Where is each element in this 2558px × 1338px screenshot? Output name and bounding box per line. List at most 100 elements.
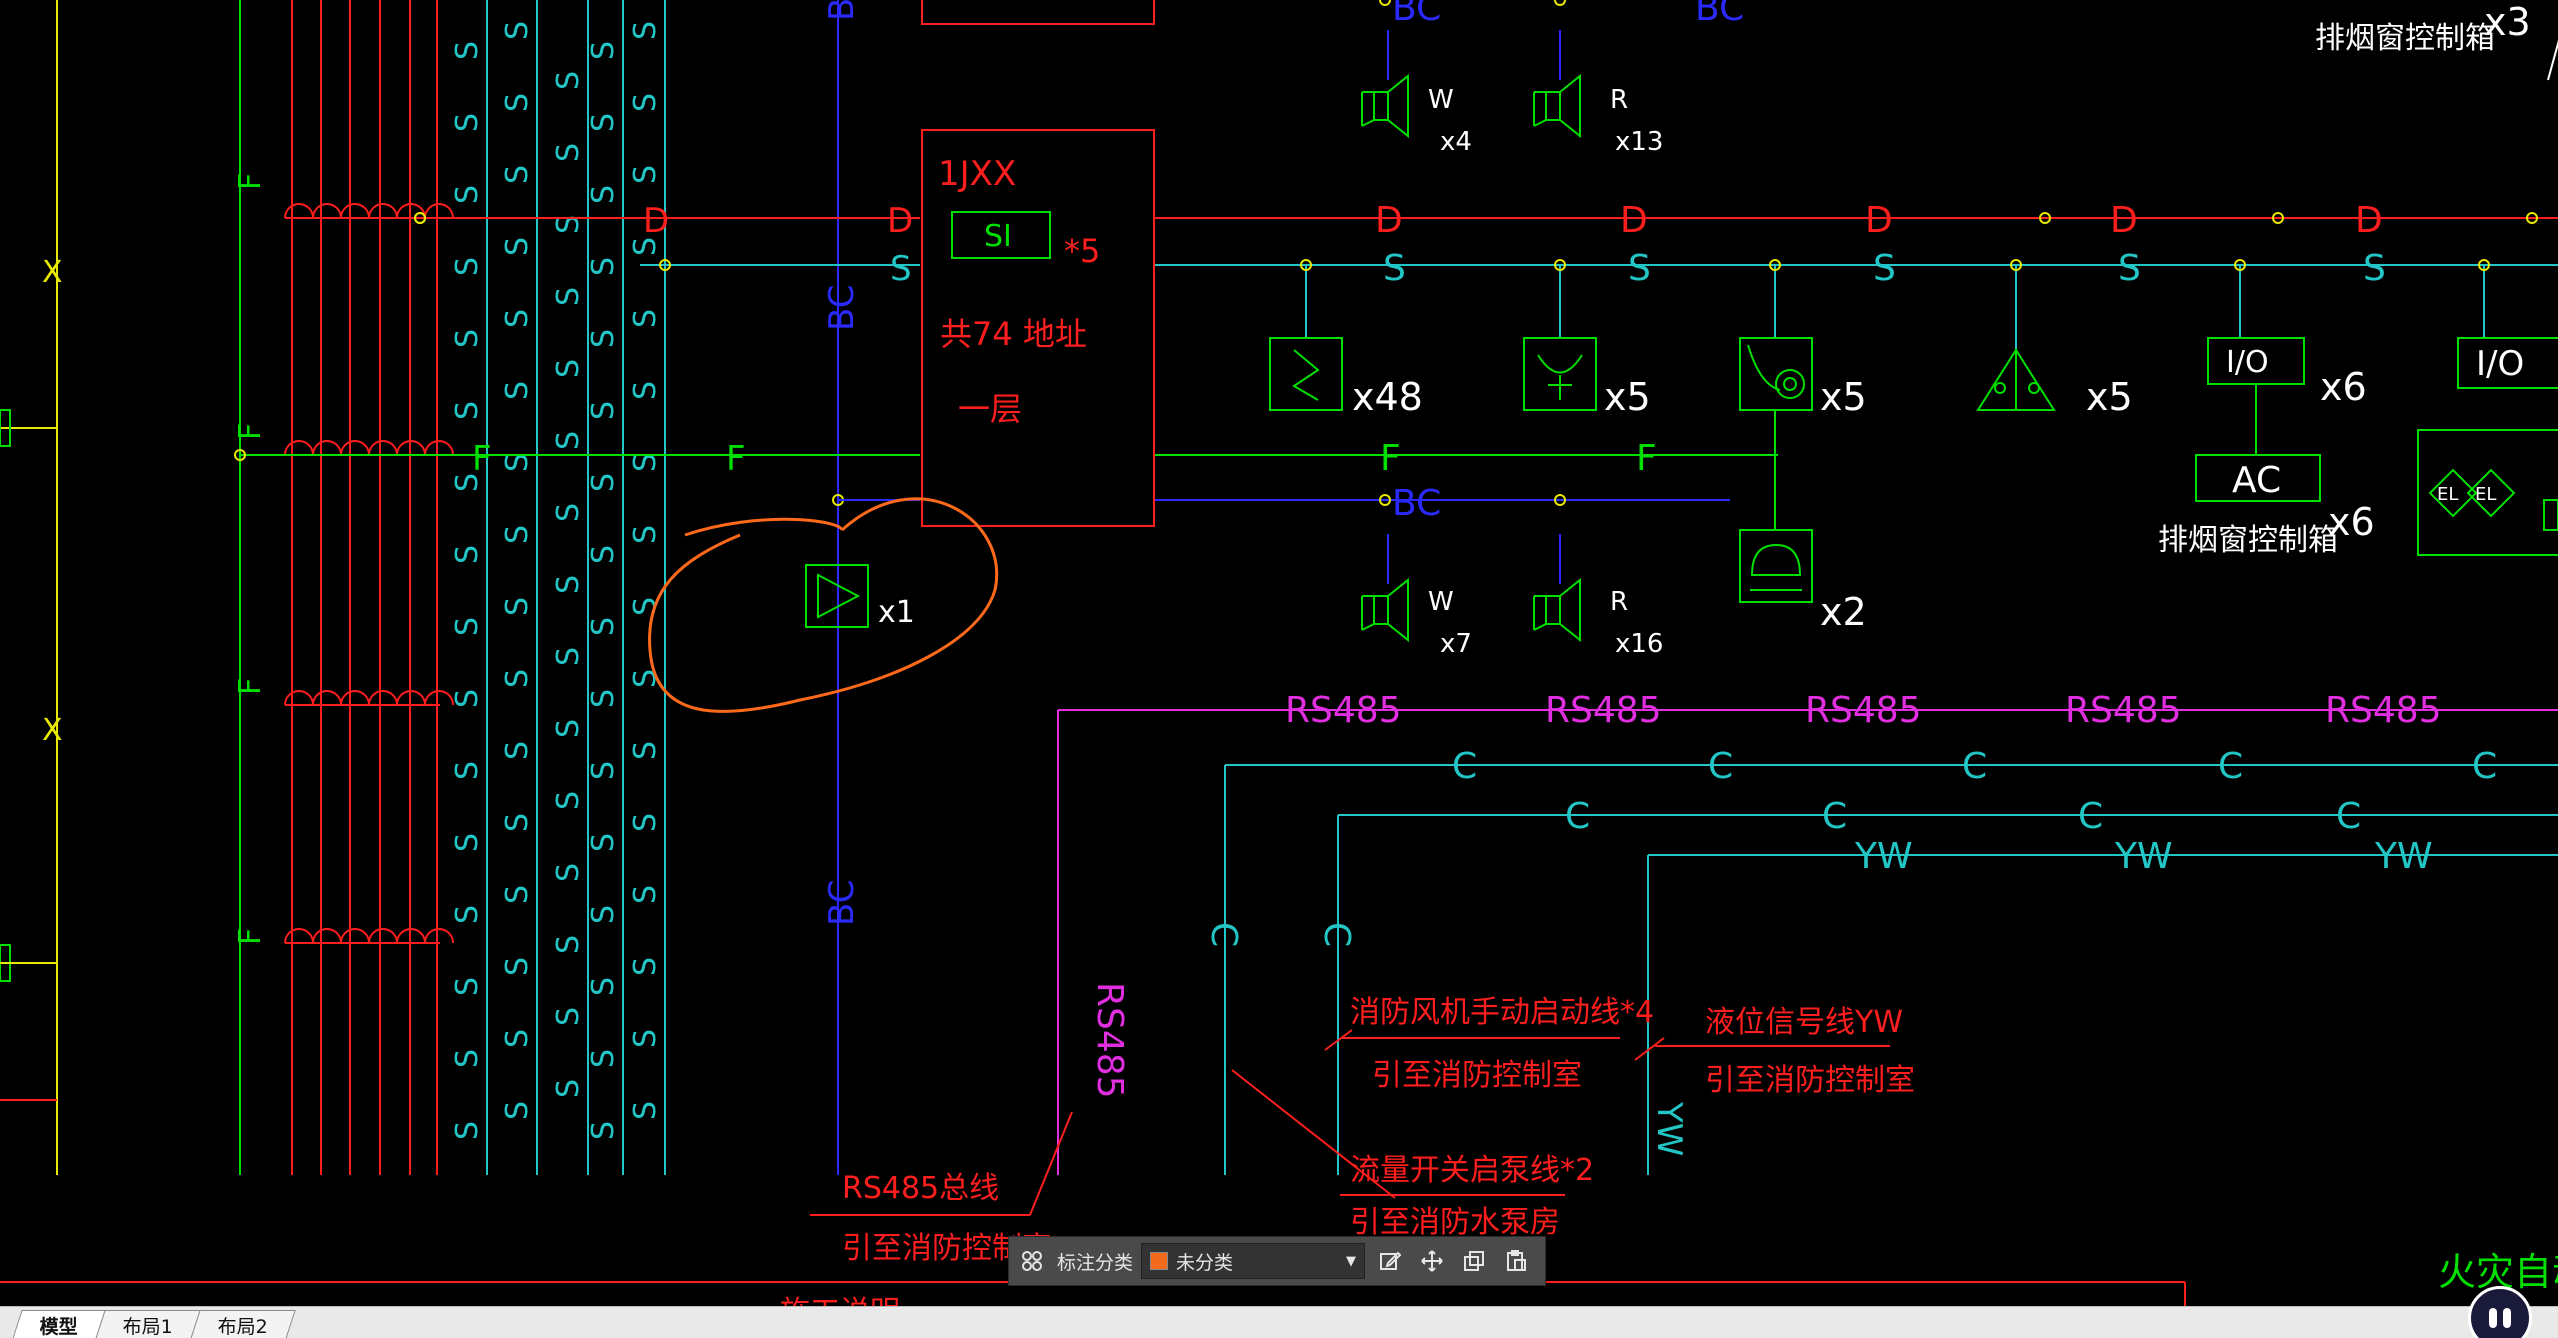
bc-bus-letter: BC bbox=[1392, 483, 1441, 524]
tab-layout1[interactable]: 布局1 bbox=[95, 1310, 201, 1338]
x1-device[interactable] bbox=[805, 494, 920, 628]
horizontal-buses bbox=[240, 217, 2558, 856]
s-vertical-label: S bbox=[450, 113, 485, 132]
bus-devices bbox=[1269, 39, 2558, 603]
s-vertical-label: S bbox=[500, 957, 535, 976]
copy-icon[interactable] bbox=[1457, 1244, 1491, 1278]
grid-icon[interactable] bbox=[1015, 1244, 1049, 1278]
yw-bus-letter: YW bbox=[1854, 836, 1913, 877]
s-label-a: S bbox=[890, 249, 912, 289]
s-vertical-label: S bbox=[551, 431, 586, 450]
x1-label: x1 bbox=[878, 595, 915, 630]
x6-label-io: x6 bbox=[2320, 365, 2367, 409]
smoke-box-label-1: 排烟窗控制箱 bbox=[2158, 523, 2338, 558]
s-bus-letter: S bbox=[1873, 248, 1896, 289]
s-vertical-label: S bbox=[586, 905, 621, 924]
c-bus-letter: C bbox=[1962, 746, 1987, 787]
el-label-1: EL bbox=[2437, 484, 2458, 505]
layout-tabs-bar: 模型 布局1 布局2 bbox=[0, 1306, 2558, 1338]
s-vertical-label: S bbox=[450, 401, 485, 420]
s-bus-letter: S bbox=[2363, 248, 2386, 289]
paste-icon[interactable] bbox=[1499, 1244, 1533, 1278]
speaker-body bbox=[1373, 91, 1389, 121]
s-bus-letter: S bbox=[1628, 248, 1651, 289]
io-label-1: I/O bbox=[2226, 345, 2269, 380]
speaker-cone bbox=[1387, 577, 1409, 643]
f-label-h1: F bbox=[472, 439, 492, 479]
d-label-b: D bbox=[887, 201, 913, 241]
d-bus-letter: D bbox=[1375, 200, 1403, 241]
s-vertical-label: S bbox=[586, 257, 621, 276]
s-vertical-label: S bbox=[450, 473, 485, 492]
s-vertical-label: S bbox=[551, 575, 586, 594]
s-vertical-label: S bbox=[628, 885, 663, 904]
s-vertical-label: S bbox=[450, 617, 485, 636]
s-vertical-label: S bbox=[450, 905, 485, 924]
s-vertical-label: S bbox=[500, 93, 535, 112]
to-control-room-note-2: 引至消防控制室 bbox=[1705, 1063, 1915, 1098]
s-vertical-label: S bbox=[551, 215, 586, 234]
category-color-swatch bbox=[1150, 1252, 1169, 1270]
x3-label: x3 bbox=[2484, 0, 2531, 44]
smoke-box-label-2: 排烟窗控制箱 bbox=[2315, 21, 2495, 56]
junction-dot bbox=[1769, 259, 1781, 271]
s-vertical-label: S bbox=[586, 833, 621, 852]
bc-bus-letter-top: BC bbox=[1392, 0, 1441, 29]
s-vertical-label: S bbox=[551, 863, 586, 882]
category-select[interactable]: 未分类 ▼ bbox=[1141, 1243, 1366, 1279]
s-vertical-label: S bbox=[586, 329, 621, 348]
f-label-2: F bbox=[233, 423, 268, 440]
junction-dot bbox=[1300, 259, 1312, 271]
jxx-module-box[interactable] bbox=[921, 0, 1155, 527]
s-vertical-label: S bbox=[500, 381, 535, 400]
module-labels: I/O I/O AC EL EL 排烟窗控制箱 排烟窗控制箱 bbox=[2158, 21, 2524, 558]
assistant-icon[interactable] bbox=[2468, 1286, 2532, 1338]
rs485-bus-letter: RS485 bbox=[2065, 690, 2182, 731]
junction-dot bbox=[2039, 212, 2051, 224]
w-label-top: W bbox=[1428, 85, 1454, 115]
left-labels: X X bbox=[42, 255, 63, 748]
s-vertical-label: S bbox=[628, 525, 663, 544]
speaker-cone bbox=[1387, 73, 1409, 139]
yw-label-vertical: YW bbox=[1649, 1101, 1689, 1156]
s-vertical-label: S bbox=[586, 113, 621, 132]
s-vertical-label: S bbox=[500, 1101, 535, 1120]
s-vertical-label: S bbox=[500, 21, 535, 40]
jxx-label: 1JXX bbox=[938, 154, 1016, 194]
edit-icon[interactable] bbox=[1373, 1244, 1407, 1278]
junction-dot bbox=[1554, 259, 1566, 271]
yw-bus-letter: YW bbox=[2114, 836, 2173, 877]
tab-layout2[interactable]: 布局2 bbox=[190, 1310, 296, 1338]
chevron-down-icon: ▼ bbox=[1346, 1253, 1357, 1269]
d-label-a: D bbox=[643, 201, 669, 241]
annotation-toolbar: 标注分类 未分类 ▼ bbox=[1008, 1236, 1546, 1286]
x5-label-heat: x5 bbox=[1604, 375, 1651, 419]
level-signal-note: 液位信号线YW bbox=[1705, 1005, 1903, 1040]
speaker-edge bbox=[1533, 623, 1547, 631]
to-control-room-note-1: 引至消防控制室 bbox=[1372, 1058, 1582, 1093]
s-vertical-label: S bbox=[628, 93, 663, 112]
s-bus-letter: S bbox=[2118, 248, 2141, 289]
f-bus-letter: F bbox=[1380, 438, 1401, 479]
x16-label: x16 bbox=[1615, 629, 1663, 659]
bc-label-v2: BC bbox=[822, 880, 862, 926]
s-vertical-label: S bbox=[551, 719, 586, 738]
c-bus-letter: C bbox=[1708, 746, 1733, 787]
category-label: 标注分类 bbox=[1057, 1251, 1134, 1274]
rs485-bus-note: RS485总线 bbox=[842, 1171, 999, 1206]
c-bus-letter: C bbox=[2472, 746, 2497, 787]
s-vertical-label: S bbox=[551, 647, 586, 666]
tab-model[interactable]: 模型 bbox=[12, 1310, 106, 1338]
s-vertical-label: S bbox=[500, 453, 535, 472]
to-pump-room-note: 引至消防水泵房 bbox=[1350, 1205, 1560, 1240]
rs485-bus-letter: RS485 bbox=[2325, 690, 2442, 731]
move-icon[interactable] bbox=[1415, 1244, 1449, 1278]
f-bus-letter: F bbox=[1636, 438, 1657, 479]
s-vertical-label: S bbox=[450, 833, 485, 852]
x-mark-2: X bbox=[42, 713, 63, 748]
s-vertical-label: S bbox=[586, 1049, 621, 1068]
w-label-bottom: W bbox=[1428, 587, 1454, 617]
d-bus-letter: D bbox=[1620, 200, 1648, 241]
